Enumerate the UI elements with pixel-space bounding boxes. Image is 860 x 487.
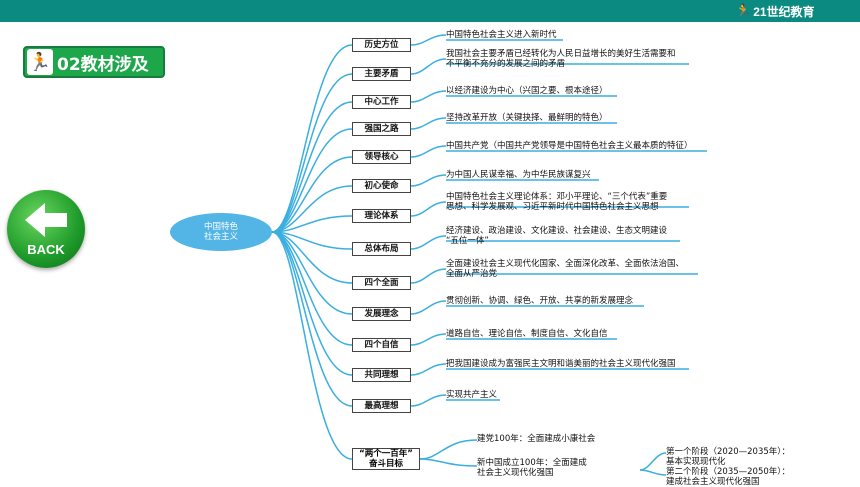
goal-second-line-1: 新中国成立100年：全面建成 <box>477 458 587 468</box>
connector <box>419 458 478 467</box>
branch-description: 为中国人民谋幸福、为中华民族谋复兴 <box>446 170 591 180</box>
description-line: 中国特色社会主义理论体系：邓小平理论、“三个代表”重要 <box>446 192 668 202</box>
description-line: 以经济建设为中心（兴国之要、根本途径） <box>446 86 608 96</box>
connector <box>271 231 353 407</box>
connector <box>410 58 447 75</box>
branch-description: 中国特色社会主义理论体系：邓小平理论、“三个代表”重要思想、科学发展观、习近平新… <box>446 192 667 212</box>
connector <box>271 215 353 233</box>
connector <box>639 452 667 471</box>
connector <box>271 128 353 233</box>
goal-second-line-2: 社会主义现代化强国 <box>477 468 554 478</box>
description-line: 把我国建设成为富强民主文明和谐美丽的社会主义现代化强国 <box>446 359 676 369</box>
back-label: BACK <box>27 242 65 257</box>
description-line: 不平衡不充分的发展之间的矛盾 <box>446 59 566 69</box>
branch-description: 贯彻创新、协调、绿色、开放、共享的新发展理念 <box>446 296 633 306</box>
branch-category: 最高理想 <box>352 399 411 413</box>
branch-category: 中心工作 <box>352 95 411 109</box>
description-line: 中国特色社会主义进入新时代 <box>446 30 557 40</box>
branch-description: 中国特色社会主义进入新时代 <box>446 30 557 40</box>
connector <box>271 185 353 233</box>
branch-description: 经济建设、政治建设、文化建设、社会建设、生态文明建设“五位一体” <box>446 226 667 246</box>
description-line: 中国共产党（中国共产党领导是中国特色社会主义最本质的特征） <box>446 141 693 151</box>
description-line: 思想、科学发展观、习近平新时代中国特色社会主义思想 <box>446 202 659 212</box>
runner-icon: 🏃 <box>735 3 752 18</box>
branch-category: 理论体系 <box>352 209 411 223</box>
branch-category: 初心使命 <box>352 179 411 193</box>
goal-line-1: “两个一百年” <box>359 449 413 459</box>
branch-category: 发展理念 <box>352 307 411 321</box>
connector <box>271 101 353 233</box>
description-line: 贯彻创新、协调、绿色、开放、共享的新发展理念 <box>446 296 634 306</box>
connector <box>410 333 447 346</box>
connector <box>271 231 353 460</box>
goal-node: “两个一百年” 奋斗目标 <box>352 448 420 470</box>
description-line: 为中国人民谋幸福、为中华民族谋复兴 <box>446 170 591 180</box>
branch-category: 总体布局 <box>352 242 411 256</box>
section-badge: 🏃 02教材涉及 <box>23 46 165 78</box>
connector <box>410 174 447 187</box>
branch-category: 共同理想 <box>352 368 411 382</box>
connector <box>271 156 353 233</box>
runner-icon: 🏃 <box>27 49 53 75</box>
branch-description: 以经济建设为中心（兴国之要、根本途径） <box>446 86 608 96</box>
description-line: 实现共产主义 <box>446 390 498 400</box>
branch-category: 四个自信 <box>352 338 411 352</box>
connector <box>410 117 447 130</box>
stage-1-line-1: 第一个阶段（2020—2035年）： <box>666 447 791 457</box>
branch-description: 道路自信、理论自信、制度自信、文化自信 <box>446 329 608 339</box>
back-button[interactable]: BACK <box>7 190 85 268</box>
branch-category: 领导核心 <box>352 150 411 164</box>
goal-stage-2: 第二个阶段（2035—2050年）： 建成社会主义现代化强国 <box>666 467 790 487</box>
connector <box>410 201 447 217</box>
description-line: 我国社会主要矛盾已经转化为人民日益增长的美好生活需要和 <box>446 49 676 59</box>
stage-2-line-1: 第二个阶段（2035—2050年）： <box>666 467 791 477</box>
connector <box>410 90 447 103</box>
connector <box>271 231 353 376</box>
brand-name: 21世纪教育 <box>753 4 815 19</box>
connector <box>410 268 447 284</box>
description-line: 坚持改革开放（关键抉择、最鲜明的特色） <box>446 113 608 123</box>
branch-category: 历史方位 <box>352 38 411 52</box>
goal-second: 新中国成立100年：全面建成 社会主义现代化强国 <box>477 458 587 478</box>
center-line-1: 中国特色 <box>203 222 238 232</box>
branch-category: 主要矛盾 <box>352 67 411 81</box>
connector <box>410 394 447 407</box>
connector <box>271 44 353 233</box>
connector <box>410 34 447 46</box>
description-line: 经济建设、政治建设、文化建设、社会建设、生态文明建设 <box>446 226 668 236</box>
branch-description: 实现共产主义 <box>446 390 497 400</box>
section-title: 02教材涉及 <box>57 54 149 75</box>
arrow-left-icon <box>25 203 67 237</box>
brand-logo: 🏃 21世纪教育 <box>735 3 815 19</box>
branch-description: 把我国建设成为富强民主文明和谐美丽的社会主义现代化强国 <box>446 359 676 369</box>
center-node: 中国特色 社会主义 <box>170 213 272 251</box>
branch-description: 中国共产党（中国共产党领导是中国特色社会主义最本质的特征） <box>446 141 693 151</box>
branch-description: 坚持改革开放（关键抉择、最鲜明的特色） <box>446 113 608 123</box>
description-line: 全面建设社会主义现代化国家、全面深化改革、全面依法治国、 <box>446 259 685 269</box>
description-line: 道路自信、理论自信、制度自信、文化自信 <box>446 329 608 339</box>
description-line: 全面从严治党 <box>446 269 498 279</box>
goal-first: 建党100年：全面建成小康社会 <box>477 434 596 444</box>
branch-category: 强国之路 <box>352 122 411 136</box>
connector <box>410 235 447 250</box>
connector <box>410 145 447 158</box>
connector <box>419 439 478 460</box>
top-bar <box>0 0 860 22</box>
connector <box>271 231 353 250</box>
branch-description: 全面建设社会主义现代化国家、全面深化改革、全面依法治国、全面从严治党 <box>446 259 684 279</box>
center-line-2: 社会主义 <box>203 232 238 242</box>
branch-category: 四个全面 <box>352 276 411 290</box>
connector <box>410 300 447 315</box>
branch-description: 我国社会主要矛盾已经转化为人民日益增长的美好生活需要和不平衡不充分的发展之间的矛… <box>446 49 676 69</box>
stage-2-line-2: 建成社会主义现代化强国 <box>666 477 760 487</box>
connector <box>410 363 447 376</box>
description-line: “五位一体” <box>446 236 489 246</box>
goal-stage-1: 第一个阶段（2020—2035年）： 基本实现现代化 <box>666 447 790 467</box>
stage-1-line-2: 基本实现现代化 <box>666 457 726 467</box>
goal-line-2: 奋斗目标 <box>368 459 403 469</box>
connector <box>271 231 353 284</box>
connector <box>639 469 667 476</box>
